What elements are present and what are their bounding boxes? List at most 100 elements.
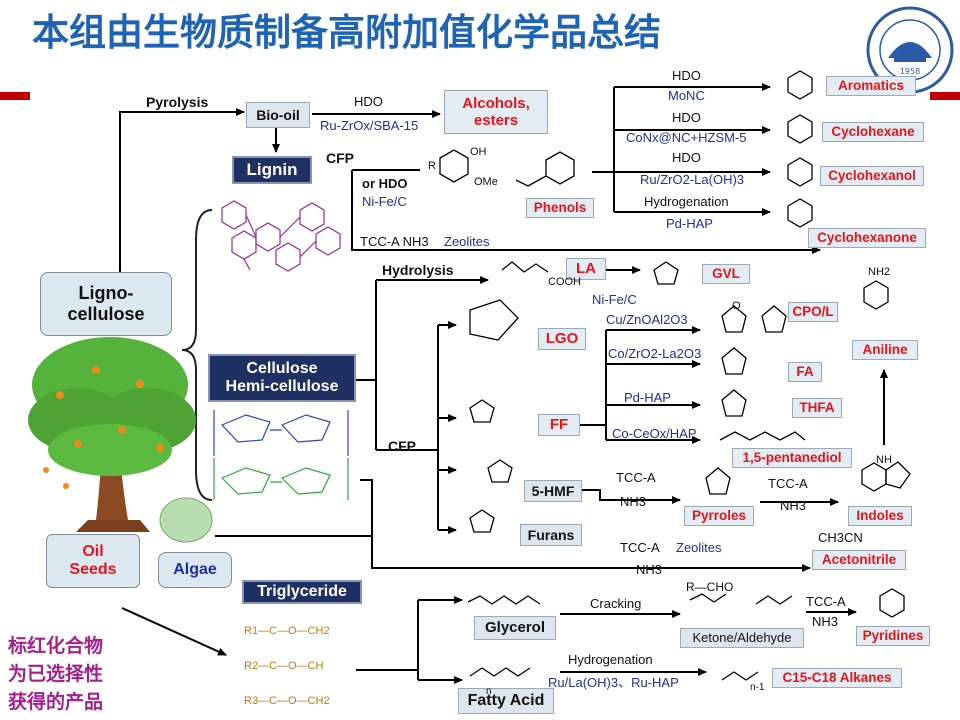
cellulose-box: Cellulose Hemi-cellulose [208,354,356,402]
glycerol-box: Glycerol [474,616,556,640]
furfuryl-alcohol-structure-icon [721,347,747,375]
accent-bar-right [930,92,960,100]
label-monc: MoNC [668,88,705,103]
furans-box: Furans [520,524,582,546]
label-n: n [486,686,492,697]
indole-structure-icon [861,462,887,492]
cyclohexanone-box: Cyclohexanone [808,228,926,248]
label-ru-zrox: Ru-ZrOx/SBA-15 [320,118,419,133]
hmf-box: 5-HMF [524,480,582,502]
note-line-2: 为已选择性 [8,663,104,685]
cyclohexanol-box: Cyclohexanol [820,166,924,186]
label-ni-fe-c-1: Ni-Fe/C [362,194,407,209]
label-n-minus-1: n-1 [750,682,765,693]
cyclopentanol-structure-icon [761,305,787,333]
triglyceride-row-2: R2—C—O—CH [244,660,324,672]
label-hdo-1: HDO [354,94,383,109]
lgo-structure-icon [469,299,519,341]
algae-illustration-icon [159,497,213,543]
label-cu-znoal: Cu/ZnOAl2O3 [606,312,688,327]
label-nh3-2: NH3 [780,498,807,513]
arrow-pyrolysis [119,108,245,275]
cyclohexanone-structure-icon [787,198,813,228]
label-hdo-4: HDO [672,150,701,165]
aromatics-box: Aromatics [826,76,916,96]
acetonitrile-box: Acetonitrile [812,550,906,570]
bio-oil-box: Bio-oil [246,102,310,128]
aniline-structure-icon [863,280,889,310]
pyrrole-structure-icon [705,467,731,495]
label-nh2: NH2 [868,266,891,278]
label-or-hdo: or HDO [362,176,408,191]
logo-year: 1958 [900,67,920,76]
label-pyrolysis: Pyrolysis [146,94,209,110]
pentanediol-box: 1,5-pentanediol [732,448,852,468]
label-cooh: COOH [548,276,581,288]
label-ru-zro2: Ru/ZrO2-La(OH)3 [640,172,745,187]
gvl-box: GVL [702,264,750,284]
label-ni-fe-c-2: Ni-Fe/C [592,292,637,307]
label-tcc-a-zeolites: TCC-A [620,540,660,555]
label-conx: CoNx@NC+HZSM-5 [626,130,747,145]
label-tcc-a-2: TCC-A [768,476,808,491]
cellulose-structure-icon [213,410,349,456]
label-r: R [428,160,436,172]
arrow-oilseeds [121,607,227,656]
label-hydrolysis: Hydrolysis [382,262,454,278]
lignin-box: Lignin [232,156,312,184]
label-cracking: Cracking [590,596,642,611]
label-ch3cn: CH3CN [818,530,863,545]
thfa-box: THFA [792,398,842,418]
university-seal-icon: 1958 [866,6,954,94]
label-oh: OH [470,146,487,158]
triglyceride-row-1: R1—C—O—CH2 [244,625,330,637]
label-tcc-a-4: TCC-A [806,594,846,609]
fa-box: FA [788,362,822,382]
accent-bar-left [0,92,30,100]
cyclohexane-box: Cyclohexane [822,122,924,142]
label-hydrogenation-2: Hydrogenation [568,652,653,667]
cyclohexane-structure-icon [787,114,813,144]
page-title: 本组由生物质制备高附加值化学品总结 [32,11,661,54]
ketone-aldehyde-box: Ketone/Aldehyde [680,628,804,648]
lignin-structure-icon [221,200,341,272]
note-line-3: 获得的产品 [8,691,104,713]
label-tcc-a-1: TCC-A [616,470,656,485]
label-hdo-2: HDO [672,68,701,83]
arrow-tcc-aniline [351,170,821,254]
label-nh3-5: NH3 [812,614,839,629]
label-r-cho: R—CHO [686,580,734,594]
ff-box: FF [538,414,580,436]
label-nh: NH [876,454,892,466]
pyridine-structure-icon [879,588,905,618]
oil-seeds-box: Oil Seeds [46,534,140,588]
label-ome: OMe [474,176,498,188]
lignocellulose-box: Ligno- cellulose [40,272,172,336]
triglyceride-box: Triglyceride [242,580,362,604]
alcohols-esters-box: Alcohols, esters [444,90,548,134]
label-hdo-3: HDO [672,110,701,125]
la-box: LA [566,258,606,280]
thfa-structure-icon [721,389,747,417]
label-nh3-1: NH3 [620,494,647,509]
hemicellulose-structure-icon [213,458,349,500]
legend-note: 标红化合物 为已选择性 获得的产品 [8,632,103,716]
vinylphenol-structure-icon [545,151,575,185]
cyclopentanone-structure-icon [721,305,747,333]
label-pd-hap-1: Pd-HAP [666,216,713,231]
label-zeolites-1: Zeolites [444,234,490,249]
tree-illustration-icon [28,337,196,532]
label-ru-la: Ru/La(OH)3、Ru-HAP [548,675,679,690]
alkanes-box: C15-C18 Alkanes [772,668,902,688]
brace [181,209,213,501]
arrow-pyrroles [582,489,681,504]
label-pd-hap-2: Pd-HAP [624,390,671,405]
furfural-structure-icon [469,399,495,423]
algae-box: Algae [158,552,232,588]
guaiacol-structure-icon [439,149,469,183]
cpo-l-box: CPO/L [788,302,838,322]
label-cfp-1: CFP [326,150,354,166]
pyridines-box: Pyridines [856,626,930,646]
label-tcc-a-nh3-a: TCC-A NH3 [360,234,429,249]
label-zeolites-2: Zeolites [676,540,722,555]
